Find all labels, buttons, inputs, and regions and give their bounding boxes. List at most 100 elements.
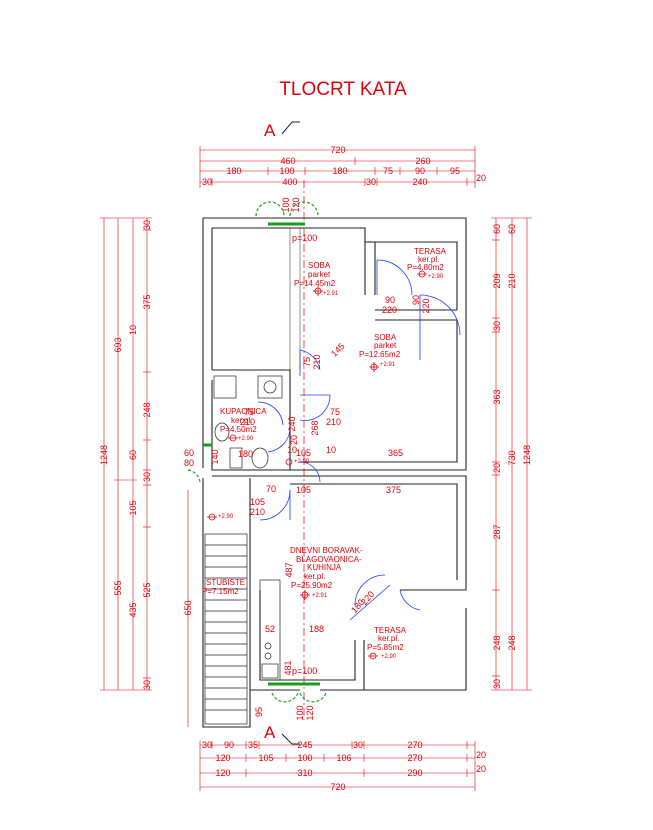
dim-105a: 105 [296,448,311,458]
level-markers [207,270,427,660]
dim-right-363: 363 [492,389,502,404]
left-dimensions [100,217,189,727]
dim-right-287: 287 [492,524,502,539]
room-kupaonica: KUPAONICA ker.pl. P=4.50m2 +2.90 [220,407,267,442]
dim-left-30a: 30 [142,220,152,230]
room-soba2-name: SOBA [374,333,397,342]
room-soba1-level: +2.91 [323,291,339,297]
room-stubiste-area: P=7.15m2 [202,587,239,596]
room-soba2-level: +2.91 [380,362,396,368]
dim-top-260: 260 [415,156,430,166]
section-marker-bottom: A [264,723,300,745]
dim-left-525: 525 [142,582,152,597]
dim-95: 95 [254,707,264,717]
win-top-w: 100 [281,197,291,212]
dim-top-240: 240 [412,177,427,187]
room-dnevni-floor: ker.pl. [304,572,325,581]
room-stubiste-name: STUBISTE [206,578,245,587]
dim-bot-270a: 270 [407,740,422,750]
door-hod-h: 210 [326,417,341,427]
dim-bot-30a: 30 [202,740,212,750]
room-hodnik: +2.90 +2.90 [218,459,310,520]
room-kup-name: KUPAONICA [220,407,267,416]
dim-188: 188 [309,624,324,634]
section-label-bottom: A [264,723,276,742]
room-dnevni-name2: BLAGOVAONICA- [296,555,362,564]
dim-top-75: 75 [383,166,393,176]
win-top-h: 120 [291,197,301,212]
dim-140: 140 [210,449,220,464]
dim-268: 268 [310,420,320,435]
dim-top-100: 100 [279,166,294,176]
dim-bot-total: 720 [330,782,345,792]
room-terasa2-area: P=5.85m2 [367,643,404,652]
dim-left-693: 693 [113,337,123,352]
dim-bot-290: 290 [407,768,422,778]
dim-bot-30b: 30 [353,740,363,750]
dim-left-248: 248 [142,402,152,417]
room-dnevni-name: DNEVNI BORAVAK- [290,546,363,555]
room-kup-area: P=4.50m2 [220,425,257,434]
room-soba2-floor: parket [374,341,397,350]
dim-right-60b: 60 [507,224,517,234]
room-terasa2: TERASA ker.pl. P=5.85m2 +2.90 [367,626,407,660]
dim-right-30a: 30 [492,321,502,331]
room-soba1: SOBA parket P=14.45m2 +2.91 [294,261,339,297]
room-terasa2-level: +2.90 [381,654,397,660]
room-hodnik-level: +2.90 [218,514,234,520]
dim-left-30c: 30 [142,680,152,690]
dim-top-460: 460 [280,156,295,166]
dim-20: 20 [289,435,299,445]
dim-70: 70 [266,484,276,494]
section-marker-top: A [264,121,300,140]
dim-left-10: 10 [128,325,138,335]
room-hodnik-level-2: +2.90 [294,459,310,465]
dim-bot-270b: 270 [407,753,422,763]
walls [202,217,467,728]
door-soba2-w: 75 [302,357,312,367]
dim-52: 52 [265,624,275,634]
dim-bot-20b: 20 [476,764,486,774]
top-dimension-labels: 720 460 260 180 100 180 75 90 95 30 400 … [202,145,486,187]
dim-right-209: 209 [492,273,502,288]
dim-right-1248: 1248 [522,445,532,465]
dim-left-105: 105 [128,500,138,515]
win-top-sill: p=100 [292,233,317,243]
dim-240: 240 [287,416,297,431]
doors [257,259,461,621]
door-hod-w: 75 [330,407,340,417]
dim-top-total: 720 [330,145,345,155]
dim-left-435: 435 [128,602,138,617]
win-bot-sill: p=100 [292,666,317,676]
dim-bot-100: 100 [297,753,312,763]
room-terasa1: TERASA ker.pl. P=4.80m2 +2.90 [407,247,447,280]
dim-right-248b: 248 [507,635,517,650]
room-dnevni-name3: KUHINJA [307,563,342,572]
room-kup-floor: ker.pl. [231,416,252,425]
dim-bot-245: 245 [297,740,312,750]
dim-left-30b: 30 [142,472,152,482]
windows [187,201,327,703]
dim-375: 375 [386,485,401,495]
win-kup-h: 80 [184,458,194,468]
dim-right-30b: 30 [492,679,502,689]
staircase [204,533,248,725]
dim-right-730: 730 [507,450,517,465]
bottom-dimension-labels: 30 90 35 245 30 270 20 120 105 100 106 2… [202,740,486,792]
dim-10a: 10 [287,445,297,455]
dim-left-60: 60 [128,450,138,460]
dim-bot-120b: 120 [215,768,230,778]
door-kup-h: 210 [240,417,255,427]
dim-bot-90: 90 [224,740,234,750]
room-terasa1-name: TERASA [414,247,447,256]
left-dimension-labels: 1248 693 555 30 375 10 248 60 30 105 525… [99,220,193,690]
room-terasa1-level: +2.90 [428,274,444,280]
door-dnev-h: 210 [250,507,265,517]
door-soba2-h: 210 [312,354,322,369]
dim-top-30b: 30 [366,177,376,187]
section-label-top: A [264,121,276,140]
room-dnevni: DNEVNI BORAVAK- BLAGOVAONICA- KUHINJA ke… [290,546,363,599]
right-dimension-labels: 60 60 209 210 30 363 20 730 1248 287 248… [492,224,532,689]
room-dnevni-level: +2.91 [312,593,328,599]
door-kup-w: 75 [244,407,254,417]
